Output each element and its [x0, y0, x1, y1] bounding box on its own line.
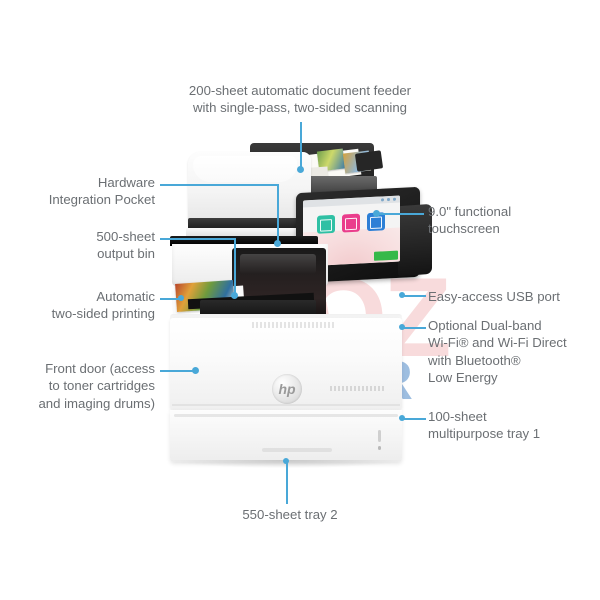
leader-line-output-bin-horizontal — [160, 238, 235, 240]
leader-line-usb-port — [404, 295, 426, 297]
leader-dot-tray-1 — [399, 415, 405, 421]
callout-label-front-door: Front door (access to toner cartridges a… — [38, 361, 155, 411]
leader-line-duplex — [160, 298, 180, 300]
callout-label-tray-2: 550-sheet tray 2 — [242, 507, 338, 522]
leader-line-hip-horizontal — [160, 184, 278, 186]
door-seam-divider — [172, 404, 400, 406]
touchscreen-copy-tile[interactable] — [317, 214, 335, 234]
tray-2-drawer[interactable] — [170, 410, 402, 462]
callout-label-duplex-printing: Automatic two-sided printing — [51, 289, 155, 322]
leader-line-touchscreen — [378, 213, 424, 215]
leader-line-front-door — [160, 370, 194, 372]
leader-line-wireless — [404, 327, 426, 329]
leader-dot-front-door — [192, 367, 199, 374]
scanner-lid-highlight — [193, 156, 297, 182]
leader-dot-wireless — [399, 324, 405, 330]
leader-dot-duplex — [178, 295, 184, 301]
scanner-base-edge — [186, 228, 378, 238]
leader-line-tray-2 — [286, 462, 288, 504]
callout-label-usb-port: Easy-access USB port — [428, 289, 560, 304]
leader-dot-output-bin — [231, 292, 238, 299]
callout-label-hardware-integration-pocket: Hardware Integration Pocket — [48, 175, 155, 208]
leader-dot-touchscreen — [373, 210, 380, 217]
printer-brand-strip — [252, 322, 336, 328]
callout-label-output-bin: 500-sheet output bin — [96, 229, 155, 262]
callout-label-document-feeder: 200-sheet automatic document feeder with… — [188, 83, 412, 116]
callout-label-touchscreen: 9.0" functional touchscreen — [428, 204, 512, 237]
leader-line-document-feeder — [300, 122, 302, 170]
tray-2-slot — [174, 414, 398, 417]
leader-line-hip-vertical — [277, 184, 279, 244]
output-cavity-highlight — [240, 254, 316, 274]
leader-line-tray-1 — [404, 418, 426, 420]
leader-dot-document-feeder — [297, 166, 304, 173]
status-led-secondary-icon — [378, 446, 381, 450]
touchscreen-action-button[interactable] — [374, 250, 398, 261]
leader-dot-tray-2 — [283, 458, 289, 464]
tray-2-handle[interactable] — [262, 448, 332, 452]
callout-label-wireless: Optional Dual-band Wi-Fi® and Wi-Fi Dire… — [428, 318, 567, 386]
hp-logo-icon: hp — [272, 374, 302, 404]
callout-label-tray-1: 100-sheet multipurpose tray 1 — [428, 409, 541, 442]
status-led-icon — [378, 430, 381, 442]
printer-model-text — [330, 386, 384, 391]
leader-line-output-bin-vertical — [234, 238, 236, 296]
output-bin-shelf — [170, 236, 318, 246]
touchscreen-scan-tile[interactable] — [342, 213, 360, 233]
leader-dot-hip — [274, 240, 281, 247]
leader-dot-usb-port — [399, 292, 405, 298]
feeder-end-cap — [354, 150, 384, 172]
control-panel-side-wing — [398, 203, 432, 277]
